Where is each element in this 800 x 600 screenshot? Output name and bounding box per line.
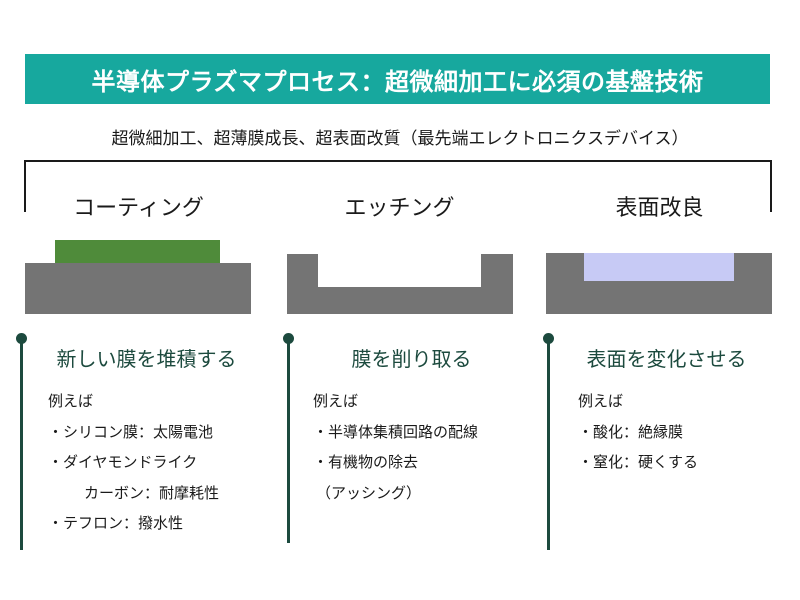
etching-title: エッチング bbox=[344, 196, 455, 221]
surface-modification-diagram bbox=[546, 253, 772, 314]
coating-heading: 新しい膜を堆積する bbox=[56, 347, 237, 371]
subtitle: 超微細加工、超薄膜成長、超表面改質（最先端エレクトロニクスデバイス） bbox=[111, 129, 689, 149]
surface-modification-examples: 例えば ・酸化：絶縁膜 ・窒化：硬くする bbox=[578, 386, 698, 478]
surface-modification-heading: 表面を変化させる bbox=[586, 347, 747, 371]
list-item: ・ダイヤモンドライク bbox=[48, 453, 198, 471]
examples-label: 例えば bbox=[313, 392, 359, 410]
etching-examples: 例えば ・半導体集積回路の配線 ・有機物の除去 （アッシング） bbox=[313, 386, 478, 508]
list-item: ・有機物の除去 bbox=[313, 453, 419, 471]
list-item: ・半導体集積回路の配線 bbox=[313, 422, 479, 441]
column-2-line bbox=[287, 338, 290, 543]
surface-modification-title: 表面改良 bbox=[615, 196, 704, 221]
list-item: ・シリコン膜：太陽電池 bbox=[48, 422, 214, 441]
coating-title: コーティング bbox=[73, 196, 204, 221]
grouping-bracket bbox=[24, 160, 772, 212]
column-1-line bbox=[20, 338, 23, 550]
examples-label: 例えば bbox=[48, 392, 94, 410]
list-item: ・酸化：絶縁膜 bbox=[578, 422, 684, 441]
examples-label: 例えば bbox=[578, 392, 624, 410]
list-item: カーボン：耐摩耗性 bbox=[84, 483, 220, 502]
etching-heading: 膜を削り取る bbox=[351, 347, 472, 371]
coating-examples: 例えば ・シリコン膜：太陽電池 ・ダイヤモンドライク カーボン：耐摩耗性 ・テフ… bbox=[48, 386, 219, 539]
page-title: 半導体プラズマプロセス：超微細加工に必須の基盤技術 bbox=[25, 54, 770, 104]
coating-film bbox=[55, 240, 220, 263]
modified-surface-layer bbox=[584, 253, 734, 281]
list-item: ・テフロン：撥水性 bbox=[48, 514, 184, 532]
etching-diagram bbox=[287, 254, 513, 314]
column-3-line bbox=[547, 338, 550, 550]
list-item: （アッシング） bbox=[316, 483, 422, 502]
etched-substrate bbox=[287, 254, 513, 314]
coating-substrate bbox=[25, 263, 251, 314]
list-item: ・窒化：硬くする bbox=[578, 453, 699, 471]
coating-diagram bbox=[25, 240, 251, 314]
